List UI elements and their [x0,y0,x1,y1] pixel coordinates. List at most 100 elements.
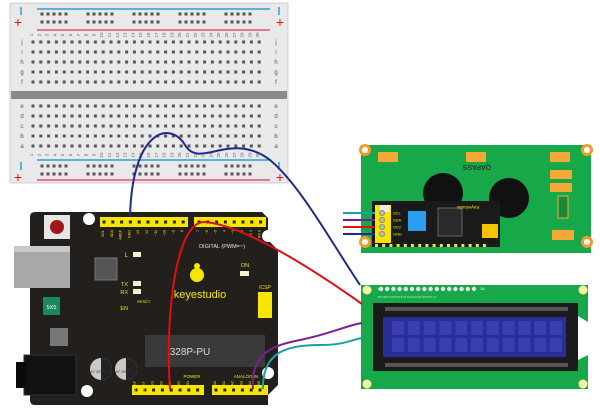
breadboard-hole[interactable] [171,80,175,84]
breadboard-hole[interactable] [210,124,214,128]
breadboard-hole[interactable] [132,124,136,128]
breadboard-hole[interactable] [117,70,121,74]
breadboard-hole[interactable] [203,104,207,108]
breadboard-hole[interactable] [39,104,43,108]
breadboard-hole[interactable] [195,104,199,108]
breadboard-hole[interactable] [195,60,199,64]
rail-hole[interactable] [236,172,240,176]
breadboard-hole[interactable] [179,70,183,74]
breadboard-hole[interactable] [62,60,66,64]
breadboard-hole[interactable] [109,80,113,84]
rail-hole[interactable] [150,20,154,24]
breadboard-hole[interactable] [257,70,261,74]
breadboard-hole[interactable] [210,144,214,148]
rail-hole[interactable] [64,12,68,16]
breadboard-hole[interactable] [242,114,246,118]
breadboard-hole[interactable] [132,134,136,138]
breadboard-hole[interactable] [117,144,121,148]
lcd-pin[interactable] [434,286,439,292]
rail-hole[interactable] [40,12,44,16]
rail-hole[interactable] [64,20,68,24]
rail-hole[interactable] [144,20,148,24]
breadboard-hole[interactable] [125,104,129,108]
digital-header-right[interactable] [194,217,266,227]
rail-hole[interactable] [58,12,62,16]
breadboard-hole[interactable] [226,60,230,64]
breadboard-hole[interactable] [234,124,238,128]
breadboard-hole[interactable] [109,60,113,64]
rail-hole[interactable] [190,164,194,168]
breadboard-hole[interactable] [249,60,253,64]
header-pin[interactable] [232,220,236,224]
breadboard-hole[interactable] [195,70,199,74]
breadboard-hole[interactable] [125,134,129,138]
breadboard-hole[interactable] [101,80,105,84]
rail-hole[interactable] [156,20,160,24]
breadboard-hole[interactable] [31,70,35,74]
breadboard-hole[interactable] [54,134,58,138]
header-pin[interactable] [146,220,150,224]
breadboard-hole[interactable] [86,70,90,74]
breadboard-hole[interactable] [117,60,121,64]
rail-hole[interactable] [196,12,200,16]
breadboard-hole[interactable] [148,80,152,84]
breadboard-hole[interactable] [117,134,121,138]
rail-hole[interactable] [46,172,50,176]
rail-hole[interactable] [242,20,246,24]
breadboard-hole[interactable] [195,114,199,118]
breadboard-hole[interactable] [179,104,183,108]
breadboard-hole[interactable] [171,104,175,108]
breadboard-hole[interactable] [54,60,58,64]
breadboard-hole[interactable] [195,80,199,84]
breadboard-hole[interactable] [156,70,160,74]
rail-hole[interactable] [98,12,102,16]
rail-hole[interactable] [40,20,44,24]
breadboard-hole[interactable] [101,70,105,74]
breadboard-hole[interactable] [140,104,144,108]
breadboard-hole[interactable] [249,80,253,84]
breadboard-hole[interactable] [117,104,121,108]
breadboard-hole[interactable] [140,70,144,74]
rail-hole[interactable] [138,164,142,168]
breadboard-hole[interactable] [125,124,129,128]
breadboard-hole[interactable] [179,80,183,84]
breadboard-hole[interactable] [171,60,175,64]
rail-hole[interactable] [184,172,188,176]
breadboard-hole[interactable] [164,60,168,64]
breadboard-hole[interactable] [62,70,66,74]
rail-hole[interactable] [58,20,62,24]
breadboard-hole[interactable] [148,104,152,108]
breadboard-hole[interactable] [47,114,51,118]
breadboard-hole[interactable] [179,50,183,54]
breadboard-hole[interactable] [226,80,230,84]
breadboard-hole[interactable] [101,114,105,118]
rail-hole[interactable] [196,172,200,176]
rail-hole[interactable] [138,12,142,16]
rail-hole[interactable] [132,20,136,24]
breadboard-hole[interactable] [203,134,207,138]
rail-hole[interactable] [86,12,90,16]
breadboard-hole[interactable] [148,134,152,138]
breadboard-hole[interactable] [156,80,160,84]
breadboard-hole[interactable] [187,50,191,54]
breadboard-hole[interactable] [93,50,97,54]
rail-hole[interactable] [150,12,154,16]
breadboard-hole[interactable] [93,70,97,74]
breadboard-hole[interactable] [249,40,253,44]
breadboard-hole[interactable] [70,104,74,108]
rail-hole[interactable] [236,12,240,16]
breadboard-hole[interactable] [39,134,43,138]
breadboard-hole[interactable] [78,50,82,54]
rail-hole[interactable] [138,20,142,24]
rail-hole[interactable] [202,164,206,168]
rail-hole[interactable] [58,172,62,176]
breadboard-hole[interactable] [179,124,183,128]
breadboard-hole[interactable] [31,60,35,64]
rail-hole[interactable] [104,12,108,16]
breadboard-hole[interactable] [101,40,105,44]
breadboard-hole[interactable] [86,144,90,148]
breadboard-hole[interactable] [242,50,246,54]
breadboard-hole[interactable] [179,40,183,44]
rail-hole[interactable] [224,20,228,24]
teal-wire[interactable] [261,337,363,390]
